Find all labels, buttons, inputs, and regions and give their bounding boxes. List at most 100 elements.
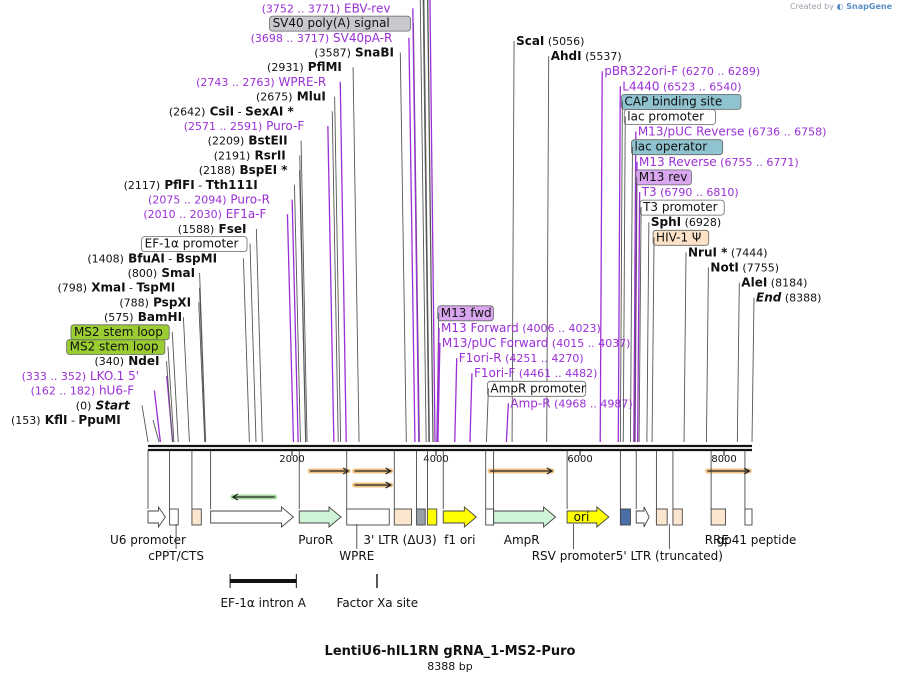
site-leader-line	[637, 191, 641, 443]
site-label-text: (340) NdeI	[94, 354, 159, 368]
credit-brand: SnapGene	[846, 2, 892, 11]
site-leader-line	[291, 199, 299, 443]
site-label-ms2a: MS2 stem loop	[70, 324, 179, 443]
site-label-text: M13/pUC Reverse (6736 .. 6758)	[638, 125, 827, 139]
site-label-t7: (3977 .. 3996) T7	[429, 0, 436, 443]
site-label-text: M13/pUC Forward (4015 .. 4037)	[442, 336, 631, 350]
feature-label-box	[141, 236, 248, 253]
orf-arrowhead	[546, 467, 554, 475]
snapgene-logo-icon: ◐	[836, 2, 847, 11]
feature-label: 3' LTR (ΔU3)	[363, 533, 436, 547]
feature-label-box	[635, 169, 692, 186]
site-label-text: MS2 stem loop	[74, 325, 163, 339]
site-label-text: (162 .. 182) hU6-F	[31, 384, 135, 398]
site-label-text: (2571 .. 2591) Puro-F	[184, 119, 305, 133]
site-label-text: T3 (6790 .. 6810)	[641, 185, 739, 199]
site-leader-line	[469, 373, 473, 443]
site-leader-line	[199, 272, 207, 443]
site-label-text: M13 Forward (4006 .. 4023)	[441, 321, 601, 335]
feature-ori-text: ori	[574, 510, 590, 524]
ruler-tick-label: 8000	[711, 454, 736, 465]
site-label-lacprom: lac promoter	[622, 109, 716, 443]
site-label-text: (788) PspXI	[119, 295, 191, 309]
site-leader-line	[599, 71, 603, 443]
feature-label-box	[639, 199, 725, 216]
site-label-text: (2675) MluI	[256, 90, 326, 104]
site-label-text: (2642) CsiI - SexAI *	[169, 104, 295, 118]
site-label-text: pBR322ori-F (6270 .. 6289)	[604, 64, 760, 78]
site-label-f1orir: F1ori-R (4251 .. 4270)	[454, 351, 584, 443]
feature-label: gp41 peptide	[716, 533, 796, 547]
site-label-hu6f: (162 .. 182) hU6-F	[31, 384, 162, 443]
site-leader-line	[293, 184, 301, 443]
site-label-nrui: NruI * (7444)	[683, 245, 768, 443]
site-label-text: (2188) BspEI *	[199, 163, 288, 177]
site-leader-line	[619, 101, 623, 443]
site-label-text: End (8388)	[756, 291, 821, 305]
site-leader-line	[166, 361, 173, 443]
construct-title: LentiU6-hIL1RN gRNA_1-MS2-Puro	[324, 644, 576, 659]
site-label-text: (798) XmaI - TspMI	[57, 281, 175, 295]
site-label-text: F1ori-R (4251 .. 4270)	[459, 351, 584, 365]
site-label-sv40par: (3698 .. 3717) SV40pA-R	[251, 31, 416, 443]
site-label-bfuai: (1408) BfuAI - BspMI	[87, 251, 250, 443]
site-label-text: NotI (7755)	[710, 261, 779, 275]
site-label-text: (0) Start	[76, 398, 131, 412]
bottom-feature-label: EF-1α intron A	[220, 596, 306, 610]
site-label-smai: (800) SmaI	[128, 266, 207, 443]
site-label-bamhi: (575) BamHI	[104, 310, 190, 443]
site-label-text: (2931) PflMI	[267, 60, 342, 74]
site-leader-line	[171, 331, 179, 443]
site-leader-line	[334, 96, 342, 443]
orf-arrowhead	[342, 467, 350, 475]
site-label-text: (2075 .. 2094) Puro-R	[148, 193, 270, 207]
feature-rsv	[655, 508, 668, 526]
site-label-avrii: (3956) AvrII	[427, 0, 434, 443]
feature-label: 5' LTR (truncated)	[616, 549, 723, 563]
feature-label: f1 ori	[444, 533, 475, 547]
feature-label: RSV promoter	[532, 549, 616, 563]
site-leader-line	[633, 131, 637, 443]
site-label-amprprom: AmpR promoter	[485, 380, 587, 443]
feature-lac	[619, 508, 631, 526]
site-label-wprer: (2743 .. 2763) WPRE-R	[196, 75, 347, 443]
site-leader-line	[630, 146, 633, 443]
site-label-ef1prom: EF-1α promoter	[141, 236, 257, 443]
site-label-xmai: (798) XmaI - TspMI	[57, 281, 206, 443]
site-label-text: F1ori-F (4461 .. 4482)	[474, 366, 597, 380]
site-label-text: ScaI (5056)	[516, 34, 584, 48]
feature-amprg	[493, 506, 557, 528]
site-label-bsteii: (2209) BstEII	[208, 134, 308, 443]
site-leader-line	[255, 228, 263, 443]
feature-u6	[147, 505, 166, 529]
site-leader-line	[617, 86, 621, 443]
site-label-text: EF-1α promoter	[145, 237, 239, 251]
site-leader-line	[622, 116, 626, 443]
site-leader-line	[638, 207, 642, 443]
site-leader-line	[242, 258, 250, 443]
site-label-text: lac promoter	[627, 110, 704, 124]
site-leader-line	[167, 346, 175, 443]
feature-label-box	[269, 15, 411, 32]
site-label-text: AleI (8184)	[741, 276, 807, 290]
site-label-end: End (8388)	[751, 291, 821, 443]
site-leader-line	[141, 405, 149, 443]
feature-label-box	[437, 305, 494, 322]
feature-wpre	[346, 508, 390, 526]
site-leader-line	[286, 214, 295, 443]
orf-arrowhead	[743, 467, 751, 475]
site-label-m13pucfwd: M13/pUC Forward (4015 .. 4037)	[437, 336, 631, 443]
site-leader-line	[634, 176, 638, 443]
site-label-text: AhdI (5537)	[551, 49, 622, 63]
site-label-text: (1408) BfuAI - BspMI	[87, 251, 217, 265]
site-label-text: T3 promoter	[642, 200, 718, 214]
site-label-m13revbox: M13 rev	[634, 169, 692, 443]
site-leader-line	[419, 0, 427, 443]
ruler-tick-label: 6000	[567, 454, 592, 465]
site-leader-line	[454, 358, 458, 443]
site-label-text: (153) KflI - PpuMI	[11, 413, 121, 427]
site-leader-line	[751, 297, 755, 443]
site-label-noti: NotI (7755)	[705, 261, 779, 443]
orf-arrowhead	[231, 493, 239, 501]
